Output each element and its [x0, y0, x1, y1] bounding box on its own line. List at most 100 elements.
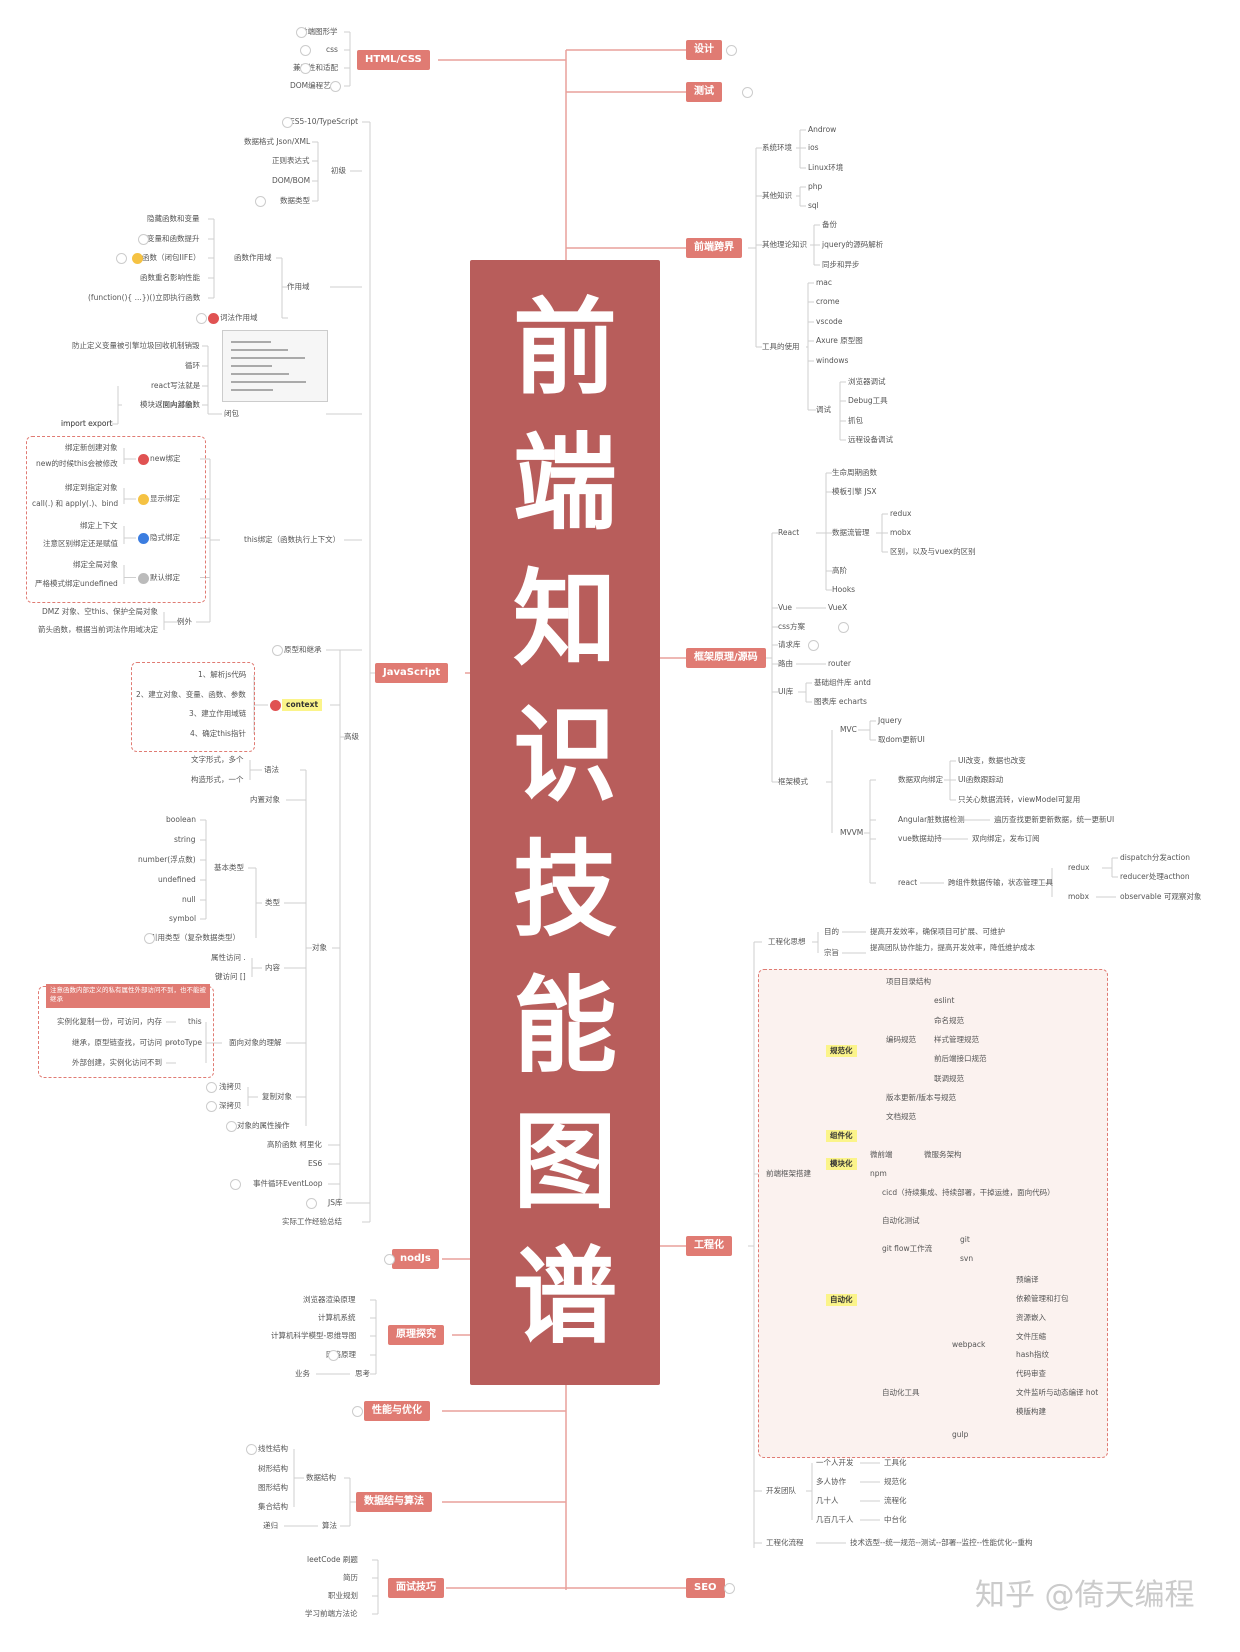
micro-service-label: 微服务架构	[924, 1150, 962, 1160]
vue-hijack-label: vue数据劫持	[898, 834, 942, 844]
team-size-label: 多人协作	[816, 1477, 846, 1487]
branch-interview[interactable]: 面试技巧	[388, 1578, 444, 1598]
webpack-item: 资源嵌入	[1016, 1313, 1046, 1323]
branch-design[interactable]: 设计	[686, 40, 722, 60]
branch-framework[interactable]: 框架原理/源码	[686, 648, 766, 668]
priority-badge-icon	[384, 1254, 395, 1265]
priority-badge-icon	[230, 1179, 241, 1190]
mvvm-label: MVVM	[840, 828, 863, 838]
git-item: svn	[960, 1254, 973, 1264]
branch-nodejs[interactable]: nodJs	[392, 1249, 439, 1269]
redux-item: reducer处理acthon	[1120, 872, 1190, 882]
html-css-item: css	[326, 45, 338, 55]
react-advanced-item: 高阶	[832, 566, 847, 576]
copy-object-label: 复制对象	[262, 1092, 292, 1102]
basic-type-item: number(浮点数)	[138, 855, 196, 865]
binding-detail: new的时候this会被修改	[36, 459, 118, 469]
redux-item: dispatch分发action	[1120, 853, 1190, 863]
branch-cross-end[interactable]: 前端跨界	[686, 238, 742, 258]
scope-label: 作用域	[287, 282, 310, 292]
priority-badge-icon	[808, 640, 819, 651]
coding-spec-item: 联调规范	[934, 1074, 964, 1084]
closure-item: 防止定义变量被引擎垃圾回收机制销毁	[72, 341, 200, 351]
closure-item: 循环	[185, 361, 200, 371]
mvc-label: MVC	[840, 725, 857, 735]
context-item: 2、建立对象、变量、函数、参数	[136, 690, 246, 700]
priority-badge-icon	[282, 117, 293, 128]
mobx-label: mobx	[1068, 892, 1089, 902]
branch-performance[interactable]: 性能与优化	[364, 1401, 430, 1421]
binding-detail: 绑定全局对象	[73, 560, 118, 570]
goal-label: 目的	[824, 927, 839, 937]
watermark: 知乎 @倚天编程	[975, 1570, 1195, 1614]
debug-label: 调试	[816, 405, 831, 415]
module-node[interactable]: 模块化	[826, 1158, 857, 1170]
spec-node[interactable]: 规范化	[826, 1045, 857, 1057]
reference-type-label: 引用类型（复杂数据类型）	[150, 933, 240, 943]
doc-spec-label: 文档规范	[886, 1112, 916, 1122]
data-structure-label: 数据结构	[306, 1473, 336, 1483]
branch-engineering[interactable]: 工程化	[686, 1236, 732, 1256]
priority-badge-icon	[144, 933, 155, 944]
vuex-label: VueX	[828, 603, 847, 613]
prototype-label: 原型和继承	[284, 645, 322, 655]
redux-label: redux	[1068, 863, 1090, 873]
branch-seo[interactable]: SEO	[686, 1578, 725, 1598]
webpack-item: 依赖管理和打包	[1016, 1294, 1069, 1304]
other-knowledge-label: 其他知识	[762, 191, 792, 201]
principle-item: 业务	[295, 1369, 310, 1379]
context-node[interactable]: context	[282, 699, 322, 711]
automation-node[interactable]: 自动化	[826, 1294, 857, 1306]
function-scope-item: 隐藏函数和变量	[147, 214, 200, 224]
debug-item: 远程设备调试	[848, 435, 893, 445]
component-node[interactable]: 组件化	[826, 1130, 857, 1142]
two-way-item: UI改变，数据也改变	[958, 756, 1026, 766]
priority-badge-icon	[742, 87, 753, 98]
team-size-label: 几百几千人	[816, 1515, 854, 1525]
central-title-char: 技	[513, 835, 617, 945]
module-item: npm	[870, 1169, 887, 1179]
branch-html-css[interactable]: HTML/CSS	[357, 50, 430, 70]
framework-build-box	[758, 969, 1108, 1458]
primary-item: 数据类型	[280, 196, 310, 206]
automation-item: git flow工作流	[882, 1244, 932, 1254]
branch-principle[interactable]: 原理探究	[388, 1325, 444, 1345]
system-env-item: Linux环境	[808, 163, 843, 173]
ui-lib-item: 基础组件库 antd	[814, 678, 871, 688]
version-spec-label: 版本更新/版本号规范	[886, 1093, 956, 1103]
function-scope-label: 函数作用域	[234, 253, 272, 263]
priority-badge-icon	[270, 700, 281, 711]
branch-javascript[interactable]: JavaScript	[375, 663, 448, 683]
team-size-label: 一个人开发	[816, 1458, 854, 1468]
binding-detail: 绑定上下文	[80, 521, 118, 531]
exception-label: 例外	[177, 617, 192, 627]
branch-test[interactable]: 测试	[686, 82, 722, 102]
central-title-char: 图	[513, 1107, 617, 1217]
engineering-flow-label: 工程化流程	[766, 1538, 804, 1548]
advanced-label: 高级	[344, 732, 359, 742]
advanced-item: 高阶函数 柯里化	[267, 1140, 322, 1150]
vision-desc: 提高团队协作能力，提高开发效率，降低维护成本	[870, 943, 1035, 953]
system-env-item: ios	[808, 143, 819, 153]
closure-item: 模块（面向对象）	[140, 400, 200, 410]
oop-label: 面向对象的理解	[229, 1038, 282, 1048]
basic-type-item: string	[174, 835, 196, 845]
function-scope-item: 函数（闭包IIFE）	[142, 253, 200, 263]
closure-item: react写法就是	[151, 381, 200, 391]
priority-badge-icon	[138, 234, 149, 245]
central-title-char: 前	[513, 293, 617, 403]
content-item: 属性访问 .	[211, 953, 246, 963]
goal-desc: 提高开发效率，确保项目可扩展、可维护	[870, 927, 1005, 937]
priority-badge-icon	[330, 81, 341, 92]
vue-hijack-desc: 双向绑定，发布订阅	[972, 834, 1040, 844]
coding-spec-item: 前后端接口规范	[934, 1054, 987, 1064]
react-item: 模板引擎 JSX	[832, 487, 877, 497]
react-label: React	[778, 528, 799, 538]
syntax-item: 文字形式，多个	[191, 755, 244, 765]
binding-type-label: new绑定	[150, 454, 181, 464]
one-way-label: 只关心数据流转，viewModel可复用	[958, 795, 1080, 805]
central-title: 前端知识技能图谱	[470, 260, 660, 1385]
branch-algorithm[interactable]: 数据结与算法	[356, 1492, 432, 1512]
two-way-item: UI函数跟踪动	[958, 775, 1003, 785]
webpack-label: webpack	[952, 1340, 985, 1350]
